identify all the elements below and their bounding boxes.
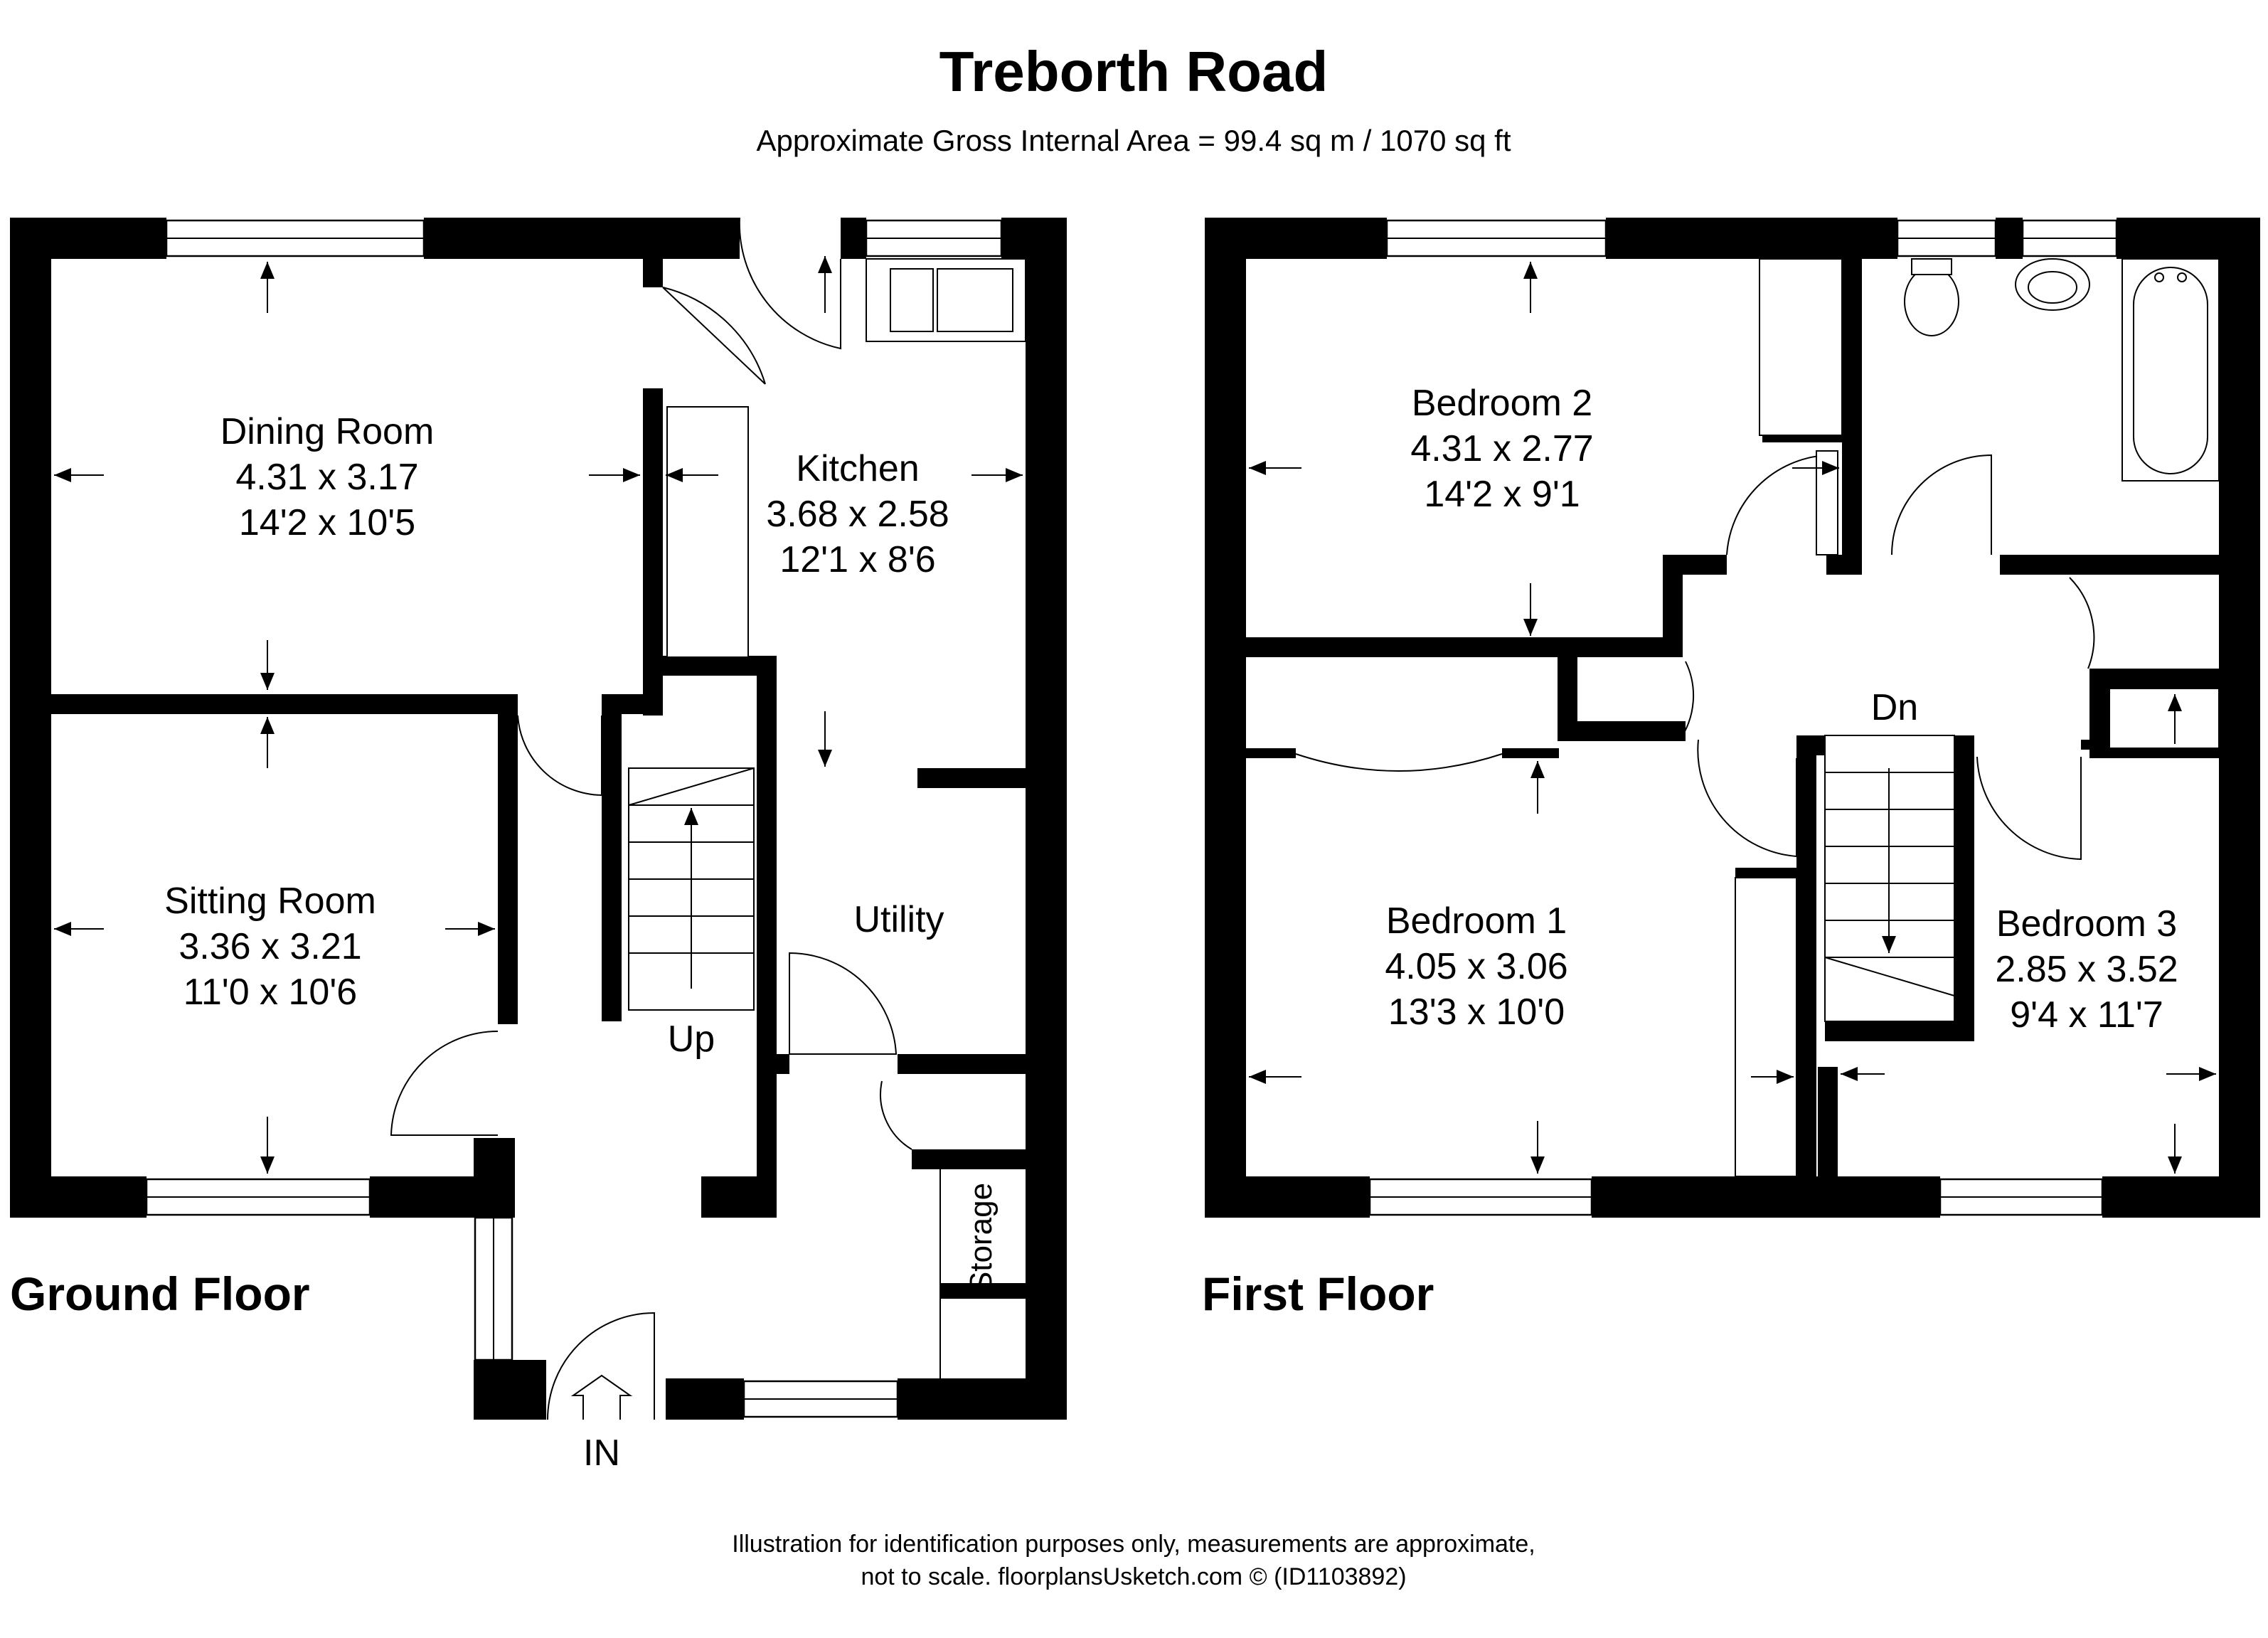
sitting-room-name: Sitting Room (164, 881, 376, 922)
disclaimer-line-1: Illustration for identification purposes… (732, 1531, 1535, 1558)
bedroom-1-metric: 4.05 x 3.06 (1385, 946, 1567, 987)
bedroom-2-metric: 4.31 x 2.77 (1410, 428, 1593, 469)
bedroom-1-imperial: 13'3 x 10'0 (1388, 991, 1565, 1033)
kitchen-imperial: 12'1 x 8'6 (779, 539, 935, 580)
bedroom-3-metric: 2.85 x 3.52 (1995, 949, 2178, 990)
bedroom-2-name: Bedroom 2 (1412, 383, 1592, 424)
ground-floor-label: Ground Floor (10, 1267, 310, 1320)
storage-name: Storage (964, 1183, 999, 1292)
bedroom-3-name: Bedroom 3 (1996, 903, 2177, 945)
utility-name: Utility (853, 899, 944, 940)
first-floor-plan: Bedroom 2 4.31 x 2.77 14'2 x 9'1 Bedroom… (1202, 218, 2260, 1320)
kitchen-metric: 3.68 x 2.58 (766, 494, 949, 535)
kitchen-name: Kitchen (796, 448, 919, 489)
stairs-up-label: Up (668, 1019, 715, 1060)
bedroom-2-imperial: 14'2 x 9'1 (1424, 474, 1580, 515)
entrance-label: IN (583, 1432, 620, 1474)
plan-subtitle: Approximate Gross Internal Area = 99.4 s… (756, 124, 1511, 157)
first-floor-label: First Floor (1202, 1267, 1434, 1320)
ground-floor-plan: Dining Room 4.31 x 3.17 14'2 x 10'5 Kitc… (10, 217, 1067, 1474)
sitting-room-metric: 3.36 x 3.21 (179, 926, 361, 967)
sitting-room-imperial: 11'0 x 10'6 (183, 972, 357, 1013)
dining-room-name: Dining Room (220, 411, 435, 452)
stairs-down-label: Dn (1871, 687, 1918, 728)
bedroom-3-imperial: 9'4 x 11'7 (2010, 994, 2163, 1036)
dining-room-imperial: 14'2 x 10'5 (239, 502, 415, 543)
plan-title: Treborth Road (939, 40, 1329, 103)
bedroom-1-name: Bedroom 1 (1386, 900, 1567, 942)
entrance-arrow-icon (570, 1374, 633, 1420)
dining-room-metric: 4.31 x 3.17 (235, 457, 418, 498)
disclaimer-line-2: not to scale. floorplansUsketch.com © (I… (861, 1563, 1406, 1590)
